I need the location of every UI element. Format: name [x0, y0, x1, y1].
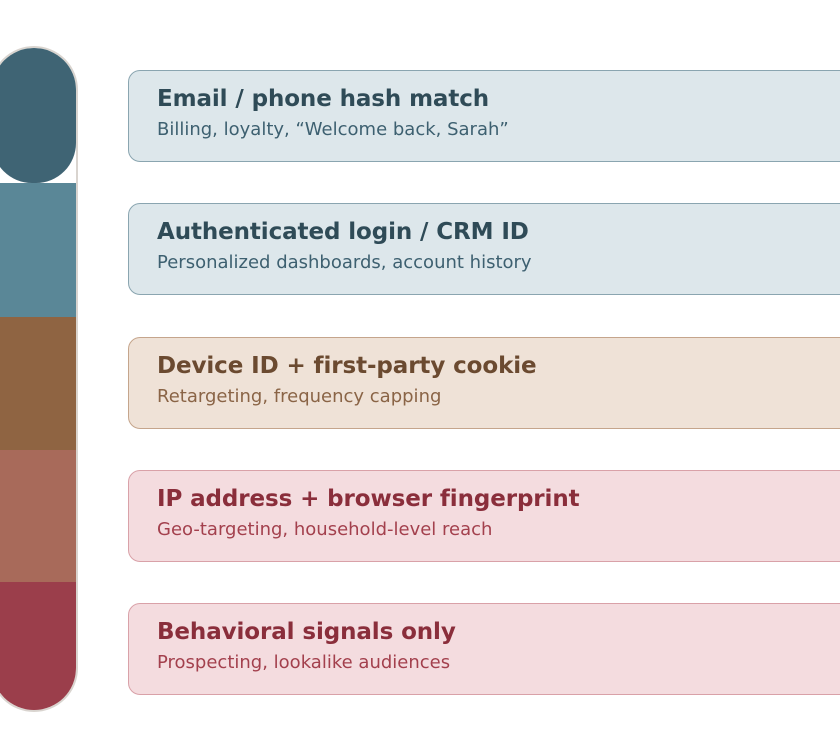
scale-segment-tier-1 [0, 48, 76, 183]
tier-subtitle: Billing, loyalty, “Welcome back, Sarah” [157, 119, 509, 140]
tier-title: Behavioral signals only [157, 619, 456, 645]
identity-strength-scale [0, 46, 78, 712]
tier-subtitle: Geo-targeting, household-level reach [157, 519, 493, 540]
tier-subtitle: Prospecting, lookalike audiences [157, 652, 451, 673]
tier-card-2: Authenticated login / CRM ID Personalize… [128, 203, 840, 295]
scale-segment-tier-3 [0, 317, 76, 450]
tier-card-4: IP address + browser fingerprint Geo-tar… [128, 470, 840, 562]
scale-segment-tier-5 [0, 582, 76, 710]
scale-segment-tier-2 [0, 183, 76, 317]
tier-title: IP address + browser fingerprint [157, 486, 580, 512]
tier-subtitle: Personalized dashboards, account history [157, 252, 532, 273]
tier-title: Email / phone hash match [157, 86, 490, 112]
tier-subtitle: Retargeting, frequency capping [157, 386, 442, 407]
tier-card-1: Email / phone hash match Billing, loyalt… [128, 70, 840, 162]
tier-card-5: Behavioral signals only Prospecting, loo… [128, 603, 840, 695]
tier-title: Authenticated login / CRM ID [157, 219, 529, 245]
scale-segment-tier-4 [0, 450, 76, 582]
tier-card-3: Device ID + first-party cookie Retargeti… [128, 337, 840, 429]
tier-title: Device ID + first-party cookie [157, 353, 537, 379]
